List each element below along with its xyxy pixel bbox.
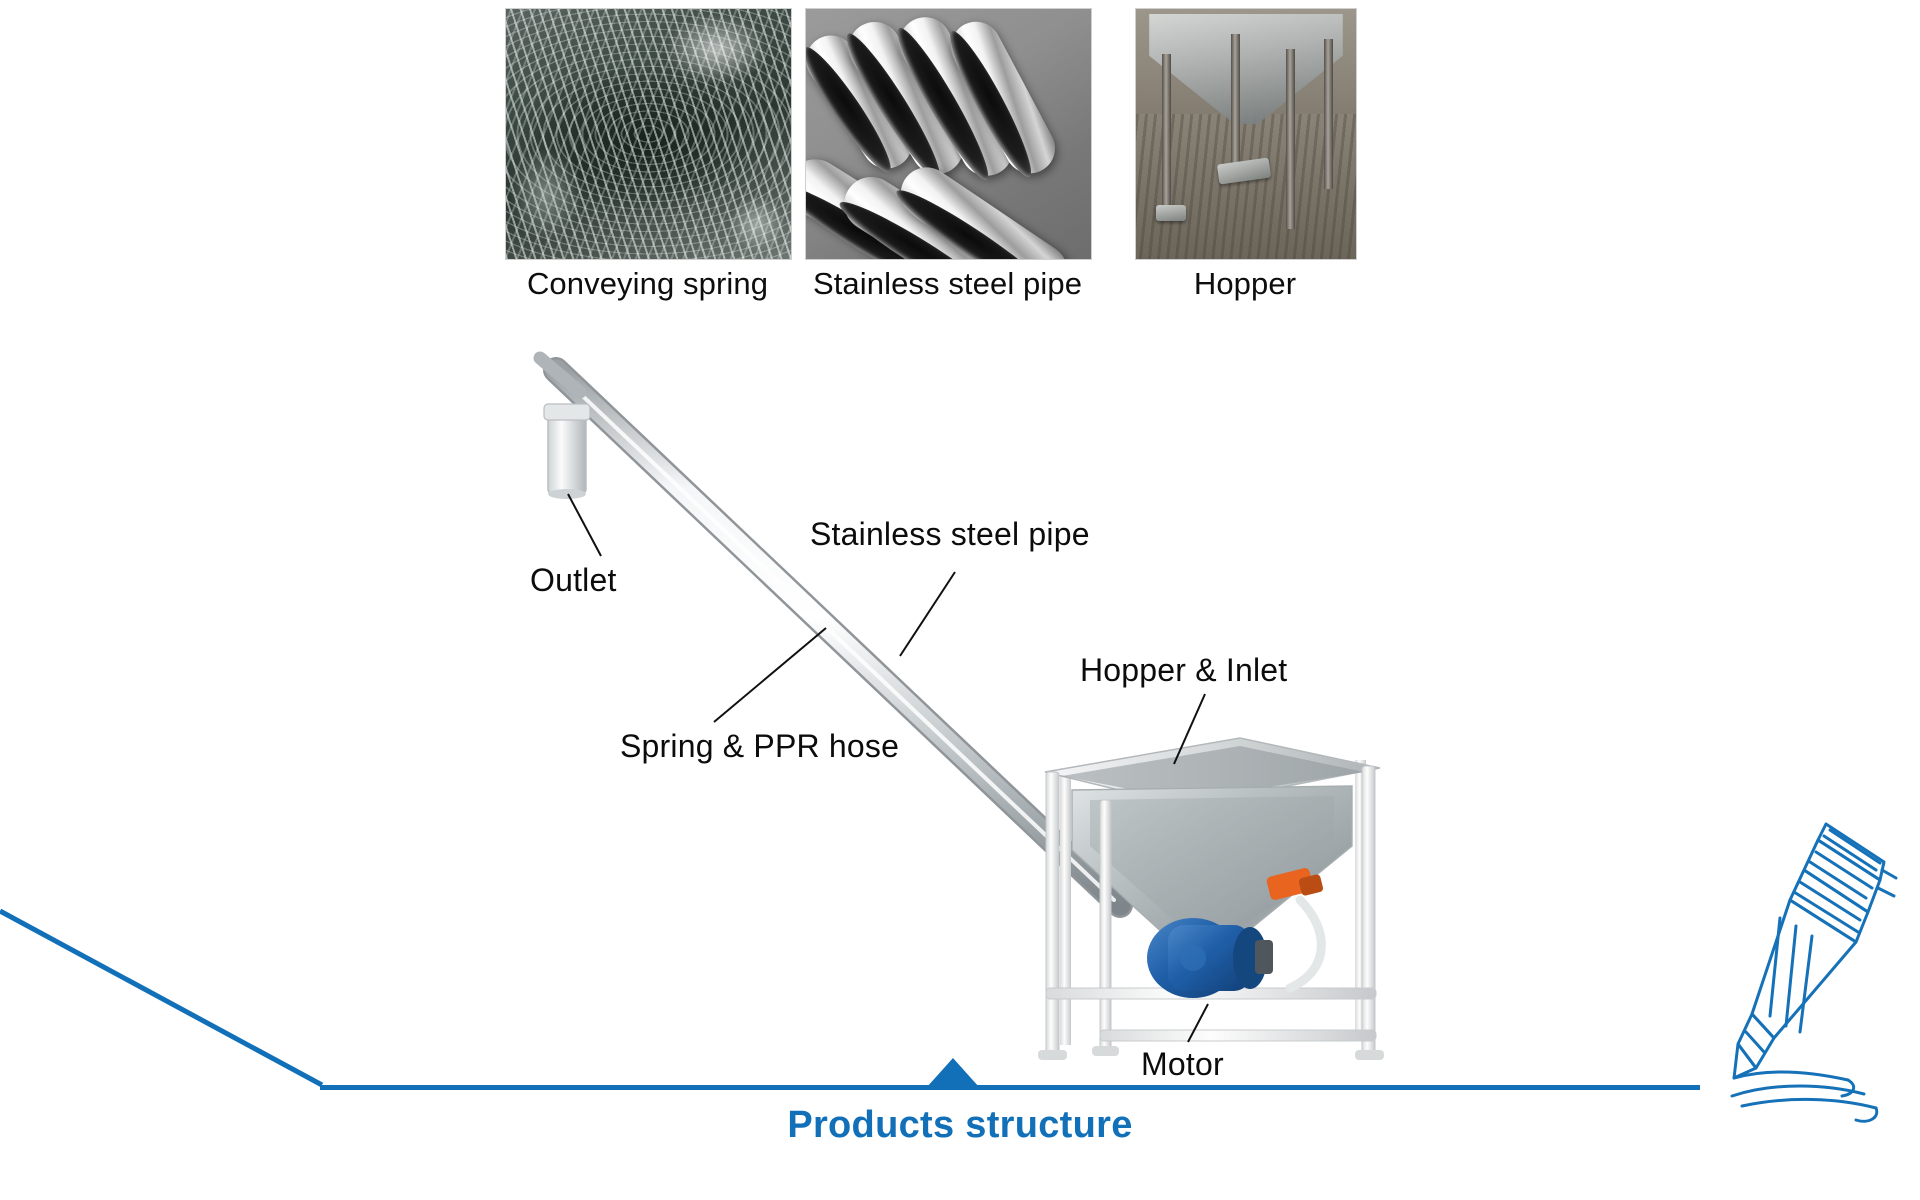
product-photo-strip: Conveying spring Stainless steel pipe (505, 8, 1357, 318)
photo-caption-stainless-steel-pipe: Stainless steel pipe (812, 266, 1083, 301)
stainless-steel-pipe-photo (805, 8, 1092, 260)
page-title: Products structure (787, 1104, 1133, 1146)
photo-card-hopper: Hopper (1135, 8, 1357, 301)
valve-unit (1266, 868, 1324, 900)
leader-stainless-steel-pipe (899, 571, 956, 657)
hopper-photo-leg (1162, 54, 1171, 219)
banner-diagonal-line (0, 908, 324, 1088)
diagram-label-stainless-steel-pipe: Stainless steel pipe (810, 516, 1090, 552)
inclined-conveyor-tube (533, 351, 1133, 918)
outlet-spout (543, 403, 591, 499)
photo-card-stainless-steel-pipe: Stainless steel pipe (805, 8, 1092, 301)
hopper-photo-leg (1231, 34, 1240, 164)
leader-lines (567, 493, 1209, 1043)
leader-motor (1187, 1003, 1209, 1043)
hopper-photo-floor-plate (1156, 205, 1186, 221)
diagram-label-hopper-inlet: Hopper & Inlet (1080, 652, 1288, 688)
photo-card-conveying-spring: Conveying spring (505, 8, 792, 301)
diagram-label-motor: Motor (1141, 1046, 1224, 1082)
hopper-photo (1135, 8, 1357, 260)
diagram-label-spring-ppr-hose: Spring & PPR hose (620, 728, 900, 764)
photo-caption-conveying-spring: Conveying spring (526, 266, 769, 301)
hopper-photo-leg (1286, 49, 1295, 229)
leader-outlet (567, 493, 602, 557)
leader-hopper-inlet (1173, 693, 1206, 765)
hopper-assembly (1038, 737, 1384, 1060)
photo-caption-hopper: Hopper (1193, 266, 1297, 301)
diagram-label-outlet: Outlet (530, 562, 617, 598)
banner-horizontal-rule (320, 1085, 1700, 1090)
pen-sketch-icon (1730, 822, 1898, 1123)
hopper-photo-floor (1136, 114, 1356, 259)
motor-unit (1147, 918, 1273, 998)
spring-highlight (506, 9, 791, 259)
triangle-marker-icon (927, 1058, 979, 1087)
leader-spring-ppr-hose (713, 627, 827, 723)
hopper-photo-leg (1324, 39, 1333, 189)
conveying-spring-photo (505, 8, 792, 260)
